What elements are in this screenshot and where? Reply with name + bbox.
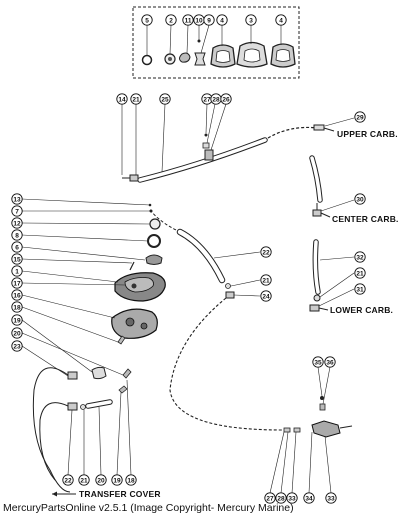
label-lower-carb: LOWER CARB. [330, 305, 393, 315]
callout-11: 11 [185, 17, 192, 24]
fuel-pump-cover [145, 203, 163, 265]
callout-27-top: 27 [203, 96, 211, 103]
fitting-21-top [122, 174, 139, 182]
callout-32-a: 32 [356, 254, 364, 261]
callout-12: 12 [13, 220, 21, 227]
kit-part-11 [179, 52, 191, 63]
callout-36: 36 [326, 359, 334, 366]
callout-8: 8 [15, 232, 19, 239]
callout-28-top: 28 [212, 96, 220, 103]
callout-33-bottom: 33 [288, 495, 296, 502]
callout-35: 35 [314, 359, 322, 366]
fuel-hose-22 [176, 228, 226, 284]
fuel-pump-body [114, 261, 166, 302]
callout-2: 2 [169, 17, 173, 24]
callout-25: 25 [161, 96, 169, 103]
fuel-filter-assembly [283, 396, 353, 438]
callout-18-bottom: 18 [127, 477, 135, 484]
check-valve-assembly [202, 103, 227, 161]
fuel-pump-base [111, 308, 158, 339]
callout-10: 10 [195, 17, 203, 24]
callout-34: 34 [305, 495, 313, 502]
callout-14: 14 [118, 96, 126, 103]
fuel-line-to-upper-carb [267, 126, 319, 139]
callout-21-top: 21 [132, 96, 140, 103]
label-transfer-cover: TRANSFER COVER [79, 489, 161, 499]
pump-small-fittings [67, 335, 132, 394]
callout-23: 23 [13, 343, 21, 350]
label-center-carb: CENTER CARB. [332, 214, 399, 224]
callout-26: 26 [222, 96, 230, 103]
left-callouts: 13 7 12 8 6 15 1 17 16 18 19 20 23 [11, 193, 23, 352]
callout-16: 16 [13, 292, 21, 299]
callout-33-b: 33 [327, 495, 335, 502]
transfer-cover-arrow [52, 491, 76, 497]
line-to-transfer-cover-b [39, 402, 69, 481]
fuel-hose-left-bottom [67, 399, 113, 411]
callout-4a: 4 [220, 17, 224, 24]
upper-carb-fitting [313, 124, 335, 132]
callout-7: 7 [15, 208, 19, 215]
top-callouts: 14 21 25 27 28 26 29 [116, 93, 366, 123]
callout-21-mid: 21 [262, 277, 270, 284]
callout-18: 18 [13, 304, 21, 311]
callout-13: 13 [13, 196, 21, 203]
callout-4b: 4 [279, 17, 283, 24]
callout-15: 15 [13, 256, 21, 263]
callout-3: 3 [249, 17, 253, 24]
callout-20: 20 [13, 330, 21, 337]
callout-22-mid: 22 [262, 249, 270, 256]
kit-gasket-4b [270, 43, 296, 68]
repair-kit-box [132, 6, 300, 79]
callout-22-bottom: 22 [64, 477, 72, 484]
callout-5: 5 [145, 17, 149, 24]
callout-17: 17 [13, 280, 21, 287]
fuel-hose-25 [137, 137, 268, 183]
callout-1: 1 [15, 268, 19, 275]
lower-carb-fitting [309, 294, 329, 312]
bottom-right-callouts: 27 28 33 34 33 [264, 492, 337, 504]
fuel-line-dashed-long [169, 297, 283, 431]
fuel-hose-right-upper [309, 155, 323, 203]
callout-27-bottom: 27 [266, 495, 274, 502]
callout-29: 29 [356, 114, 364, 121]
kit-part-5 [141, 54, 153, 66]
callout-24: 24 [262, 293, 270, 300]
fuel-hose-right-lower [312, 239, 321, 295]
kit-part-2 [164, 53, 176, 65]
kit-part-9 [194, 52, 206, 66]
label-upper-carb: UPPER CARB. [337, 129, 398, 139]
callout-19: 19 [13, 317, 21, 324]
bottom-left-callouts: 22 21 20 19 18 [62, 474, 137, 486]
callout-30: 30 [356, 196, 364, 203]
callout-31: 31 [356, 286, 364, 293]
center-carb-fitting [312, 203, 331, 218]
callout-9: 9 [207, 17, 211, 24]
kit-part-10 [197, 39, 201, 43]
callout-21-right: 21 [356, 270, 364, 277]
callout-19-bottom: 19 [113, 477, 121, 484]
kit-gasket-4a [210, 44, 236, 68]
callout-6: 6 [15, 244, 19, 251]
kit-callouts: 5 2 11 10 9 4 3 4 [141, 14, 287, 26]
line-to-transfer-cover-a [32, 367, 71, 493]
kit-diaphragm-3 [236, 41, 268, 68]
callout-21-bottom: 21 [80, 477, 88, 484]
callout-28-bottom: 28 [277, 495, 285, 502]
callout-20-bottom: 20 [97, 477, 105, 484]
copyright-footer: MercuryPartsOnline v2.5.1 (Image Copyrig… [3, 502, 294, 514]
